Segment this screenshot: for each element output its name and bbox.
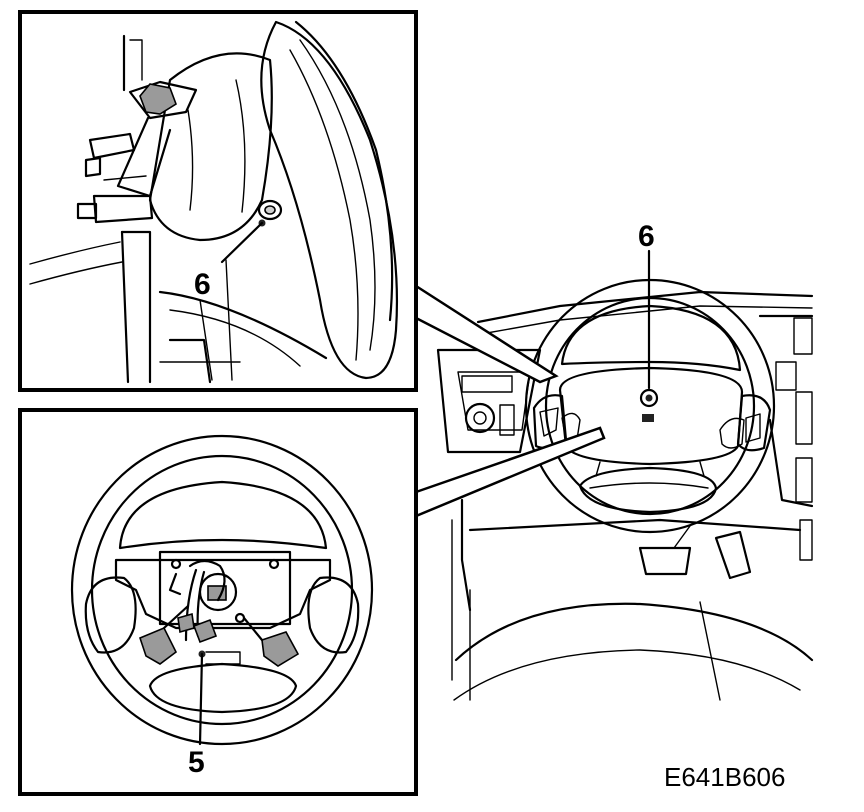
inset-top: [18, 10, 418, 392]
callout-6-inset: 6: [194, 268, 211, 301]
callout-5-inset: 5: [188, 746, 205, 779]
dashboard-view: [436, 249, 814, 701]
callout-6-main: 6: [638, 220, 655, 253]
inset-bottom: [18, 408, 418, 796]
figure-code: E641B606: [664, 762, 785, 792]
